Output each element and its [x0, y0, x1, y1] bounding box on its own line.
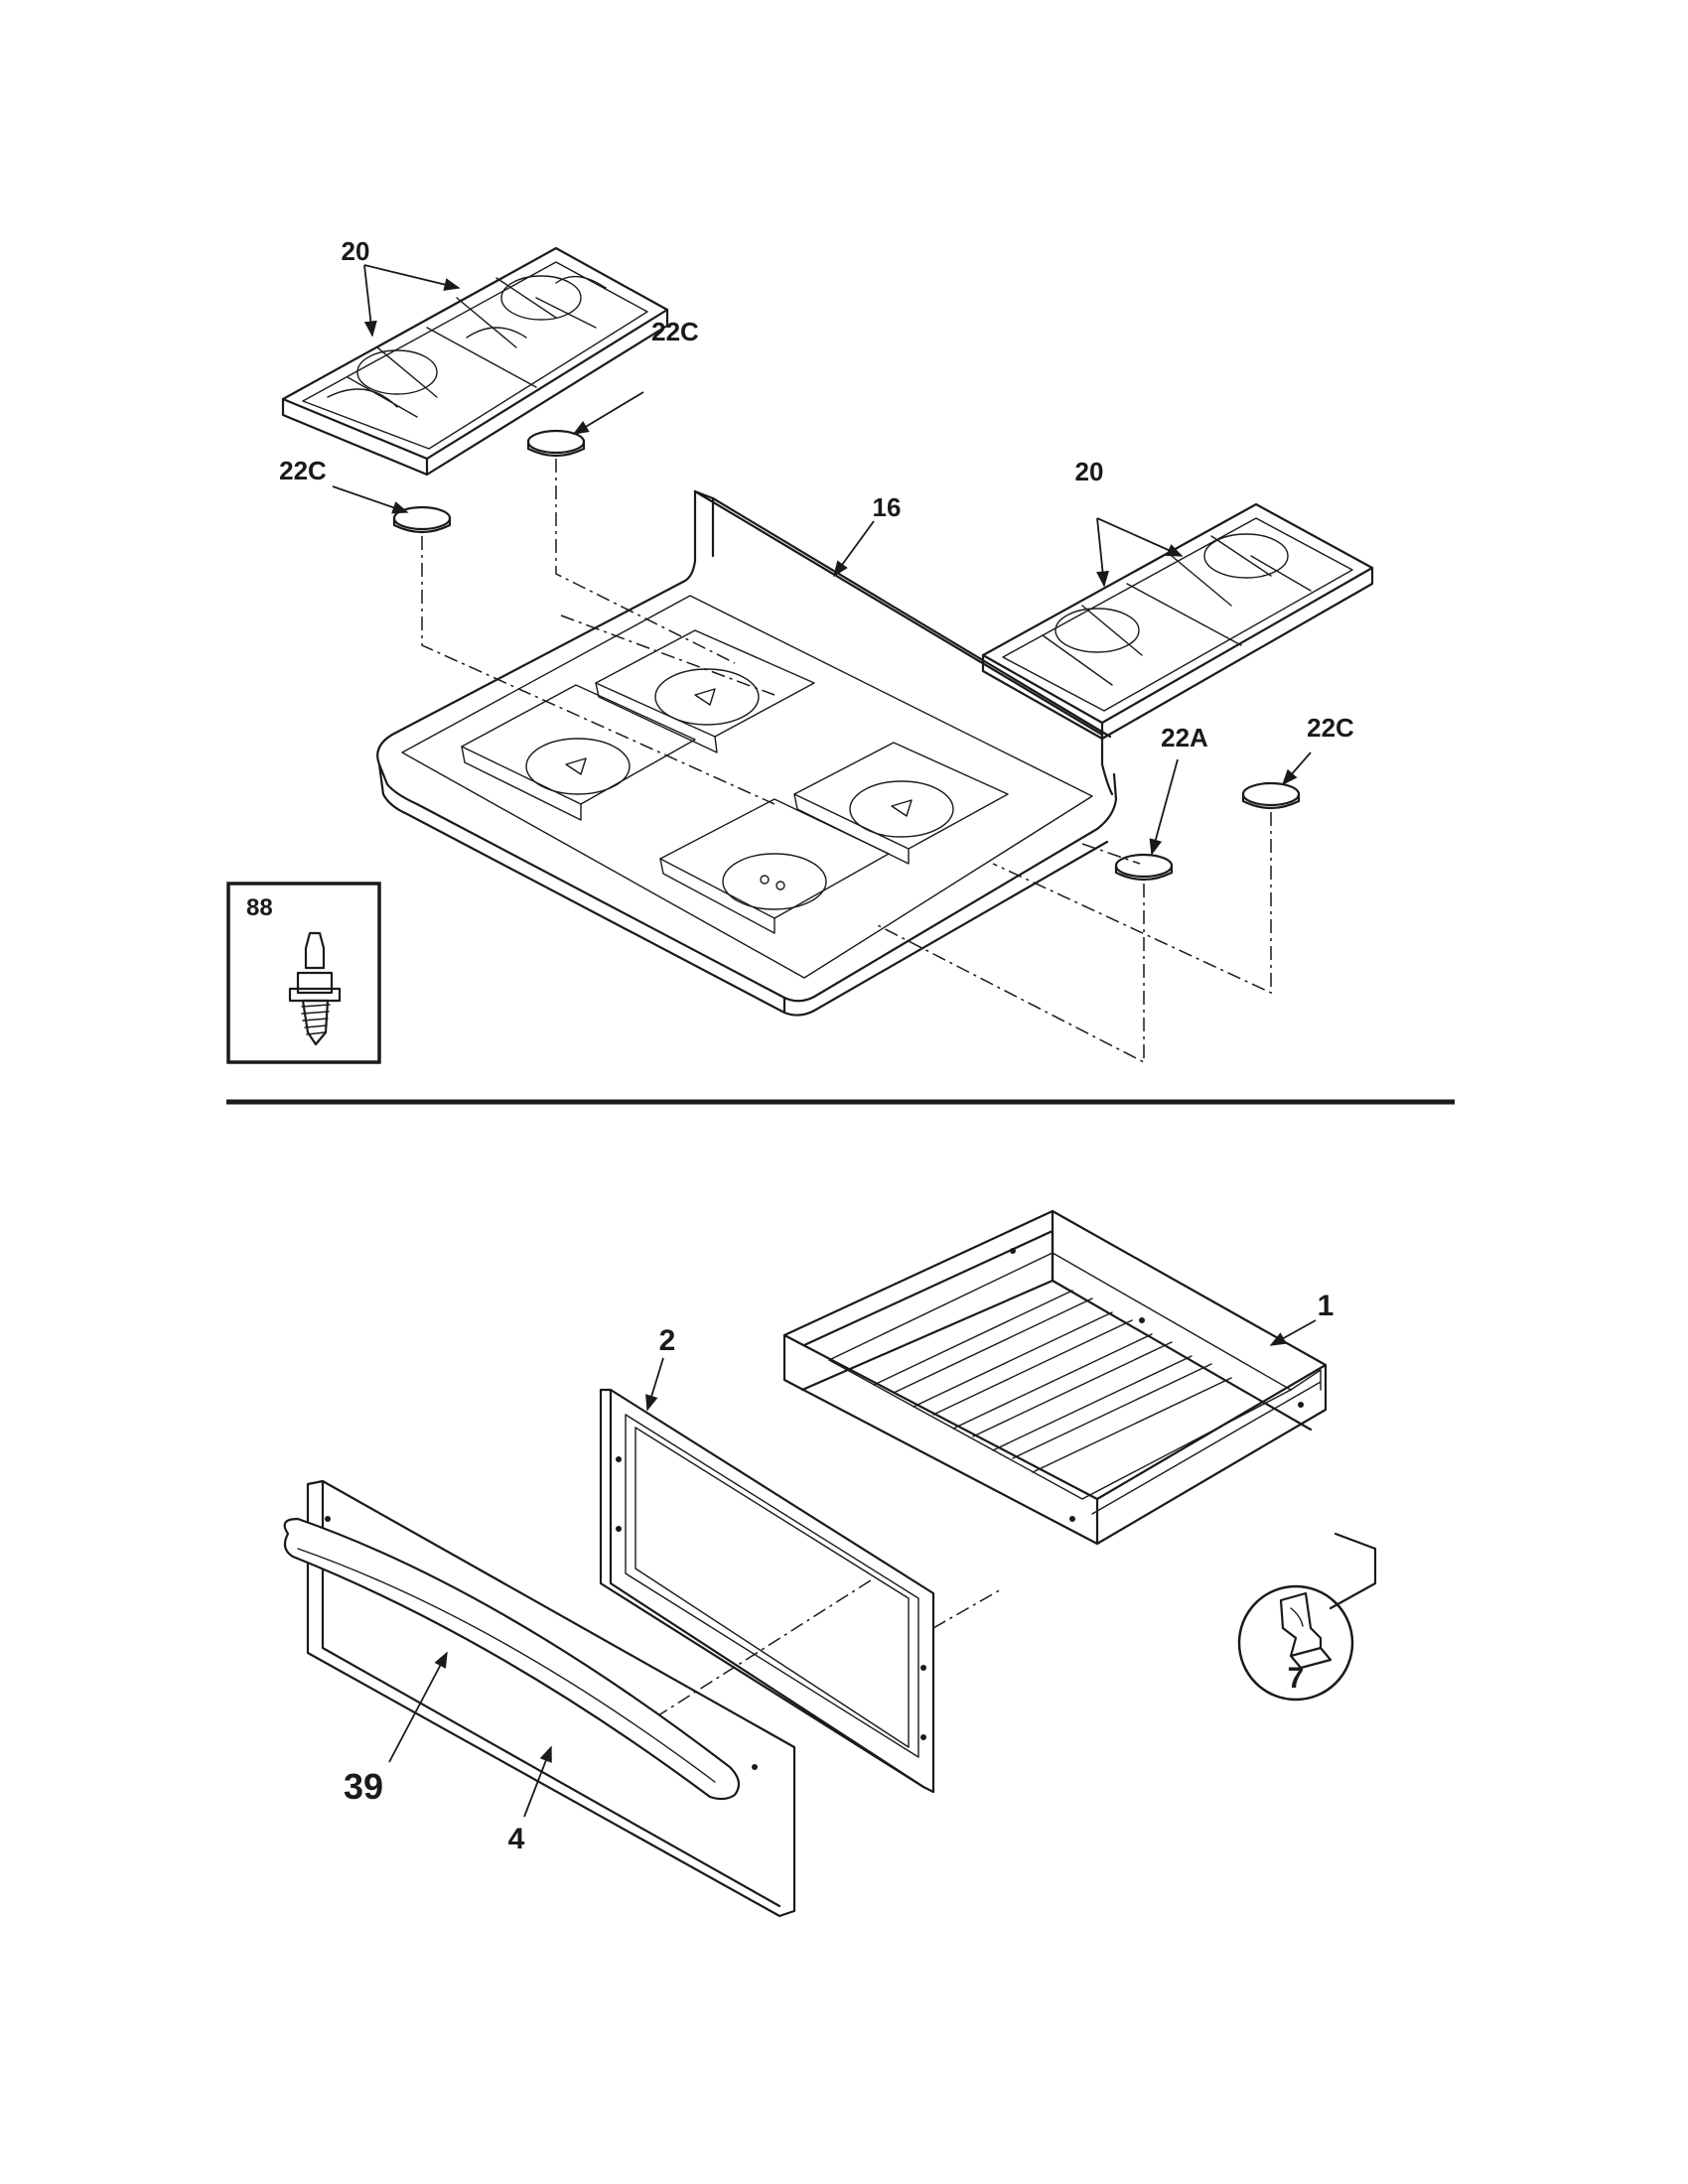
right-burner-grate: [981, 502, 1374, 741]
callout-cap-top-center: 22C: [651, 317, 699, 346]
callout-cap-top-left: 22C: [279, 456, 327, 485]
drawer-liner: [599, 1388, 935, 1794]
drawer-front: [306, 1479, 796, 1918]
cooktop-main-top: [376, 489, 1118, 1017]
callout-drawer-liner: 2: [659, 1324, 676, 1357]
drawer-box: [782, 1209, 1328, 1546]
drawer-handle: [283, 1517, 741, 1801]
screw-inset: [226, 882, 381, 1064]
callout-drawer-front: 4: [508, 1823, 525, 1855]
clip-inset: [1237, 1532, 1377, 1702]
burner-cap-right: [1241, 781, 1301, 810]
alignment-lines-bottom: [654, 1577, 1004, 1718]
callout-grate-top-right: 20: [1075, 457, 1104, 486]
burner-cap-top-center: [526, 429, 586, 458]
burner-cap-22a: [1114, 853, 1174, 882]
callout-screw-inset: 88: [246, 894, 273, 921]
leader-lines: [332, 264, 1317, 1818]
callout-clip-inset: 7: [1288, 1662, 1305, 1695]
left-burner-grate: [281, 246, 669, 477]
callout-cap-right: 22C: [1307, 713, 1354, 743]
callout-grate-top-left: 20: [342, 236, 370, 266]
alignment-lines-top: [421, 459, 1272, 1064]
callout-cap-22a: 22A: [1161, 723, 1208, 752]
callout-drawer-box: 1: [1318, 1290, 1335, 1322]
callout-handle: 39: [344, 1766, 383, 1807]
callout-cap-cooktop: 16: [873, 492, 902, 522]
